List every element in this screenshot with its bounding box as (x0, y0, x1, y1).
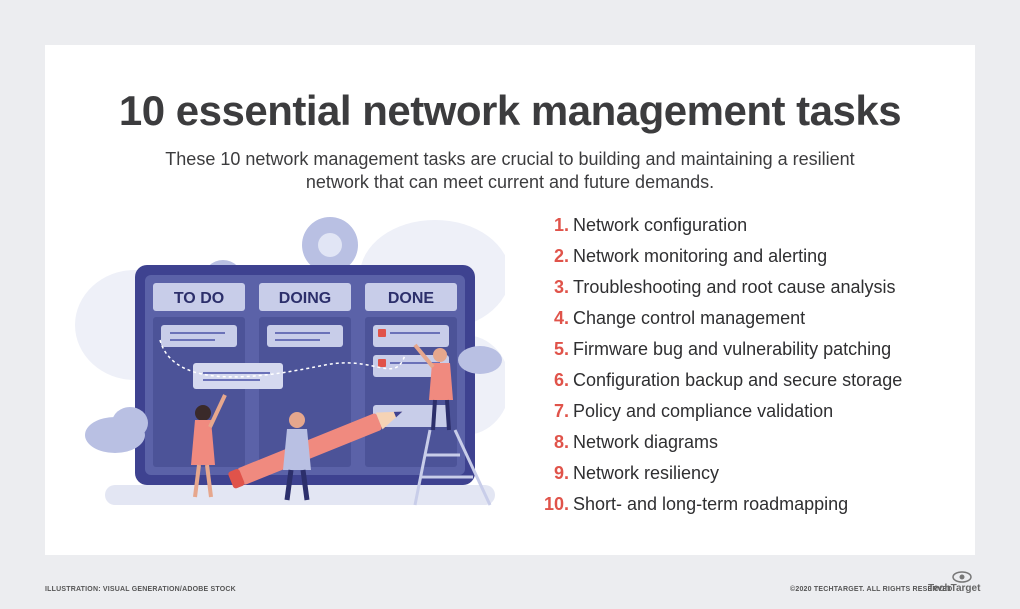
task-number: 4. (553, 308, 569, 328)
task-number: 2. (553, 246, 569, 266)
task-card (161, 325, 237, 347)
task-number: 7. (553, 401, 569, 421)
list-item: 1.Network configuration (535, 210, 965, 241)
list-item: 6.Configuration backup and secure storag… (535, 365, 965, 396)
task-label: Network configuration (573, 215, 748, 235)
list-item: 2.Network monitoring and alerting (535, 241, 965, 272)
column-header-todo (153, 283, 245, 311)
column-header-done (365, 283, 457, 311)
list-item: 9.Network resiliency (535, 458, 965, 489)
task-label: Network resiliency (573, 463, 720, 483)
task-number: 6. (553, 370, 569, 390)
column-label-done: DONE (388, 290, 435, 307)
column-label-doing: DOING (279, 290, 331, 307)
task-card (267, 325, 343, 347)
page-title: 10 essential network management tasks (118, 87, 902, 134)
column-label-todo: TO DO (174, 290, 224, 307)
list-item: 5.Firmware bug and vulnerability patchin… (535, 334, 965, 365)
list-item: 10.Short- and long-term roadmapping (535, 489, 965, 520)
kanban-illustration: TO DO DOING DONE (75, 217, 505, 506)
task-list: 1.Network configuration 2.Network monito… (535, 210, 965, 520)
task-label: Network monitoring and alerting (573, 246, 828, 266)
eye-icon (952, 571, 972, 583)
techtarget-logo: TechTarget (928, 570, 980, 598)
list-item: 3.Troubleshooting and root cause analysi… (535, 272, 965, 303)
list-item: 4.Change control management (535, 303, 965, 334)
task-label: Configuration backup and secure storage (573, 370, 903, 390)
task-label: Policy and compliance validation (573, 401, 834, 421)
ladder (413, 429, 492, 506)
task-label: Troubleshooting and root cause analysis (573, 277, 896, 297)
task-number: 9. (553, 463, 569, 483)
task-label: Network diagrams (573, 432, 719, 452)
task-label: Short- and long-term roadmapping (573, 494, 849, 514)
task-number: 8. (553, 432, 569, 452)
pencil-illustration (228, 411, 403, 489)
illustration-credit: ILLUSTRATION: VISUAL GENERATION/ADOBE ST… (45, 586, 236, 593)
logo-text: TechTarget (928, 583, 981, 594)
task-number: 10. (543, 494, 569, 514)
person-woman (191, 394, 227, 498)
cloud-icon (85, 407, 148, 453)
gear-icon (302, 217, 358, 273)
floating-task-card (193, 363, 283, 389)
list-item: 8.Network diagrams (535, 427, 965, 458)
column-header-doing (259, 283, 351, 311)
task-number: 5. (553, 339, 569, 359)
task-label: Change control management (573, 308, 806, 328)
person-man (283, 412, 311, 501)
task-label: Firmware bug and vulnerability patching (573, 339, 892, 359)
task-card (373, 405, 449, 427)
task-number: 1. (553, 215, 569, 235)
list-item: 7.Policy and compliance validation (535, 396, 965, 427)
page-subtitle: These 10 network management tasks are cr… (165, 149, 855, 192)
infographic-card: 10 essential network management tasks Th… (45, 45, 975, 555)
cloud-icon (458, 346, 502, 374)
check-icon (378, 329, 386, 367)
copyright: ©2020 TECHTARGET. ALL RIGHTS RESERVED (790, 586, 953, 593)
person-on-ladder (413, 343, 453, 431)
task-number: 3. (553, 277, 569, 297)
task-card (373, 325, 449, 347)
